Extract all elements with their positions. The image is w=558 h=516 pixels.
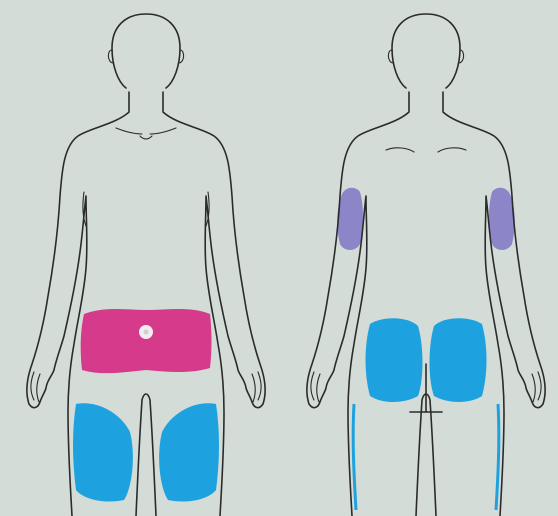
back-figure	[307, 14, 545, 516]
left-buttock-zone	[366, 318, 423, 402]
right-buttock-zone	[430, 318, 487, 402]
left-upper-arm-zone	[337, 188, 363, 250]
navel-dot	[144, 330, 149, 335]
left-leg-edge	[353, 404, 356, 510]
right-upper-arm-zone	[489, 188, 515, 250]
left-thigh-zone	[73, 403, 133, 501]
right-thigh-zone	[159, 403, 219, 501]
right-leg-edge	[496, 404, 499, 510]
abdomen-zone	[81, 309, 212, 373]
front-figure	[27, 14, 265, 516]
